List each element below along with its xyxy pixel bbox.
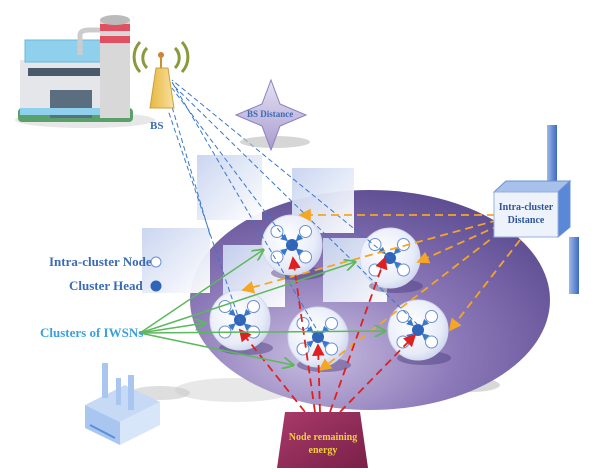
intra-cluster-distance-line1: Intra-cluster — [498, 202, 554, 213]
bs-label: BS — [150, 120, 164, 132]
intra-cluster-distance-box — [492, 125, 579, 294]
bs-link — [171, 81, 321, 336]
intra-cluster-node — [247, 300, 260, 313]
intra-cluster-node — [299, 250, 312, 264]
cluster-4 — [287, 306, 351, 372]
cluster-2 — [359, 227, 423, 293]
cluster-head — [286, 239, 298, 251]
base-station-tower-icon — [132, 40, 190, 109]
bs-distance-label: BS Distance — [247, 109, 294, 119]
node-remaining-energy-label: Node remaining energy — [280, 431, 366, 457]
legend-intra-cluster-node: Intra-cluster Node — [49, 254, 152, 269]
intra-cluster-node — [425, 310, 438, 323]
intra-cluster-node — [368, 238, 382, 251]
node-remaining-energy-box — [277, 412, 368, 468]
background-panels — [142, 155, 387, 307]
intra-cluster-node — [325, 342, 338, 356]
intra-link — [241, 219, 499, 294]
clusters-of-iwsns-label: Clusters of IWSNs — [40, 325, 144, 340]
bs-link — [171, 79, 391, 259]
node-remaining-energy-line2: energy — [308, 445, 338, 456]
legend-cluster-head: Cluster Head — [69, 278, 143, 293]
cluster-link — [139, 250, 263, 334]
factory-building-icon — [15, 15, 155, 128]
energy-link — [312, 343, 325, 413]
cluster-link — [139, 323, 205, 334]
energy-link — [329, 256, 388, 413]
intra-cluster-node — [299, 225, 312, 238]
cluster-link — [139, 332, 293, 365]
intra-link — [416, 224, 501, 264]
energy-link — [339, 333, 417, 413]
cluster-head — [412, 324, 424, 336]
cluster-link — [139, 262, 355, 334]
intra-cluster-node — [270, 225, 284, 238]
bs-link — [171, 83, 419, 326]
intra-cluster-node — [325, 317, 338, 330]
bs-links — [167, 79, 419, 336]
intra-cluster-distance-label: Intra-cluster Distance — [494, 201, 558, 227]
intra-cluster-node — [270, 250, 284, 264]
intra-cluster-distance-line2: Distance — [507, 215, 545, 226]
energy-link — [238, 328, 306, 413]
small-factory-icon — [85, 363, 190, 445]
cluster-head — [312, 331, 324, 343]
bs-link — [171, 87, 291, 246]
intra-link — [448, 239, 521, 332]
cluster-link — [139, 331, 385, 333]
cluster-head — [234, 314, 246, 326]
intra-cluster-node — [396, 310, 410, 323]
cluster-head-legend-icon — [150, 280, 162, 292]
intra-cluster-node — [425, 335, 438, 349]
bs-distance-star — [234, 78, 310, 152]
intra-cluster-node-legend-icon — [150, 256, 162, 268]
intra-cluster-node — [397, 263, 410, 277]
intra-links — [241, 208, 521, 372]
bs-link — [167, 109, 241, 323]
energy-links — [238, 256, 417, 413]
intra-link — [318, 231, 501, 372]
cluster-links — [139, 250, 385, 365]
node-remaining-energy-line1: Node remaining — [288, 432, 358, 443]
